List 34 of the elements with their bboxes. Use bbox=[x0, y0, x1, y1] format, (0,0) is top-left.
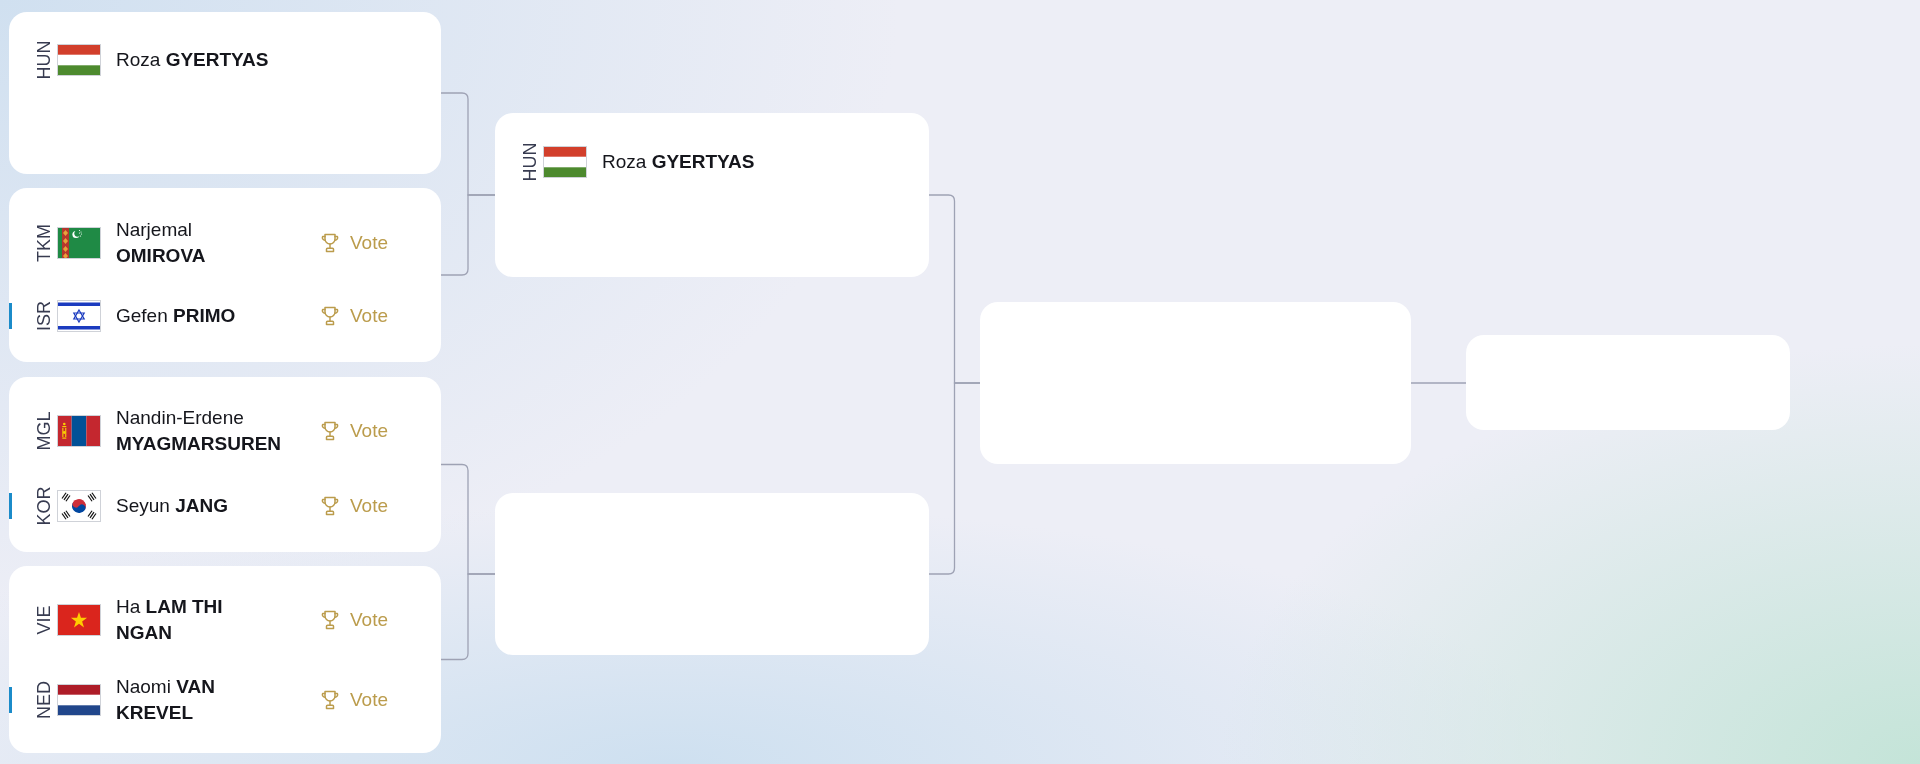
player-name: Narjemal OMIROVA bbox=[116, 218, 207, 268]
bracket-connector bbox=[1410, 382, 1467, 384]
match-card bbox=[9, 566, 441, 753]
bracket-connector bbox=[928, 382, 981, 575]
match-card bbox=[495, 493, 929, 655]
player-name: Naomi VAN KREVEL bbox=[116, 675, 216, 725]
country-code: VIE bbox=[35, 605, 53, 635]
player-name: Roza GYERTYAS bbox=[116, 48, 270, 72]
player-name: Roza GYERTYAS bbox=[602, 150, 756, 174]
vote-button: Vote bbox=[318, 419, 389, 443]
match-card bbox=[9, 12, 441, 174]
match-card bbox=[9, 377, 441, 552]
player-name: Nandin-Erdene MYAGMARSUREN bbox=[116, 406, 282, 456]
vote-button: Vote bbox=[318, 304, 389, 328]
country-code: HUN bbox=[521, 142, 539, 182]
country-code: NED bbox=[35, 681, 53, 719]
vote-button: Vote bbox=[318, 688, 389, 712]
country-code: MGL bbox=[35, 411, 53, 451]
match-card bbox=[9, 188, 441, 362]
bracket-connector bbox=[440, 573, 496, 661]
country-code: TKM bbox=[35, 224, 53, 262]
bracket-connector bbox=[440, 194, 496, 276]
match-card bbox=[1466, 335, 1790, 430]
country-code: KOR bbox=[35, 486, 53, 526]
player-name: Seyun JANG bbox=[116, 494, 229, 518]
vote-button: Vote bbox=[318, 494, 389, 518]
player-name: Gefen PRIMO bbox=[116, 304, 237, 328]
player-name: Ha LAM THI NGAN bbox=[116, 595, 224, 645]
country-code: ISR bbox=[35, 301, 53, 331]
vote-button: Vote bbox=[318, 608, 389, 632]
vote-button: Vote bbox=[318, 231, 389, 255]
match-card bbox=[495, 113, 929, 277]
country-code: HUN bbox=[35, 40, 53, 80]
match-card bbox=[980, 302, 1411, 464]
